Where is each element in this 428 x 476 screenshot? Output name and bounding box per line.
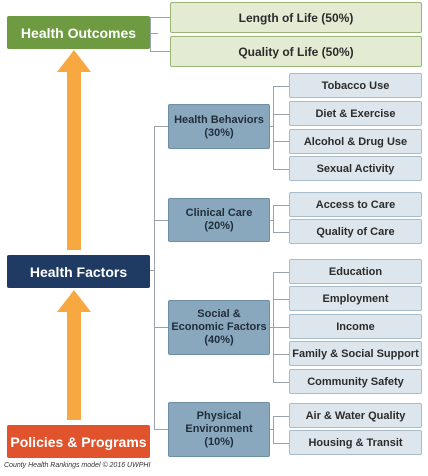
connector-outcomes-trunk [150, 17, 151, 51]
connector-social-branch [273, 382, 289, 383]
factor-quality-of-care: Quality of Care [289, 219, 422, 244]
group-weight: (20%) [204, 220, 234, 232]
outcome-length-of-life: Length of Life (50%) [170, 2, 422, 33]
outcome-quality-of-life: Quality of Life (50%) [170, 36, 422, 67]
factor-housing-transit: Housing & Transit [289, 430, 422, 455]
connector-clinical-trunk [273, 205, 274, 232]
connector-behaviors-trunk [273, 86, 274, 169]
upward-arrow-outcomes-icon [57, 50, 91, 250]
factor-diet-exercise: Diet & Exercise [289, 101, 422, 126]
policies-programs-box: Policies & Programs [7, 425, 150, 458]
connector-social-stem [270, 327, 274, 328]
factor-education: Education [289, 259, 422, 284]
connector-clinical-stem [270, 220, 274, 221]
group-name-line: Clinical Care [185, 207, 253, 219]
health-factors-box: Health Factors [7, 255, 150, 288]
factor-family-social-support: Family & Social Support [289, 341, 422, 366]
connector-factors-stem [150, 270, 155, 271]
group-social-economic-factors: Social & Economic Factors (40%) [168, 300, 270, 355]
health-outcomes-box: Health Outcomes [7, 16, 150, 49]
upward-arrow-factors-icon [57, 290, 91, 420]
group-name-line: Economic Factors [171, 321, 267, 333]
group-clinical-care: Clinical Care (20%) [168, 198, 270, 242]
connector-outcomes-bar [150, 51, 170, 52]
connector-factors-trunk [154, 126, 155, 429]
group-physical-environment: Physical Environment (10%) [168, 402, 270, 457]
connector-factors-branch [154, 126, 168, 127]
connector-factors-branch [154, 220, 168, 221]
connector-outcomes-stem [150, 33, 158, 34]
footer-credit: County Health Rankings model © 2016 UWPH… [4, 462, 151, 469]
group-weight: (40%) [204, 334, 234, 346]
connector-behaviors-branch [273, 114, 289, 115]
group-name-line: Health Behaviors [174, 113, 264, 126]
group-weight: (30%) [204, 126, 234, 139]
connector-physical-trunk [273, 416, 274, 443]
connector-clinical-branch [273, 205, 289, 206]
group-health-behaviors: Health Behaviors (30%) [168, 104, 270, 149]
connector-physical-stem [270, 429, 274, 430]
connector-social-branch [273, 327, 289, 328]
connector-social-branch [273, 299, 289, 300]
connector-behaviors-branch [273, 86, 289, 87]
connector-clinical-branch [273, 232, 289, 233]
factor-sexual-activity: Sexual Activity [289, 156, 422, 181]
connector-physical-branch [273, 416, 289, 417]
group-name-line: Social & [197, 308, 241, 320]
factor-alcohol-drug-use: Alcohol & Drug Use [289, 129, 422, 154]
connector-factors-branch [154, 429, 168, 430]
factor-air-water-quality: Air & Water Quality [289, 403, 422, 428]
connector-factors-branch [154, 327, 168, 328]
group-name-line: Physical [196, 410, 242, 422]
connector-behaviors-branch [273, 141, 289, 142]
factor-access-to-care: Access to Care [289, 192, 422, 217]
factor-tobacco-use: Tobacco Use [289, 73, 422, 98]
factor-employment: Employment [289, 286, 422, 311]
factor-income: Income [289, 314, 422, 339]
connector-outcomes-bar [150, 17, 170, 18]
connector-social-branch [273, 272, 289, 273]
connector-behaviors-stem [270, 126, 274, 127]
connector-social-branch [273, 354, 289, 355]
group-weight: (10%) [204, 436, 234, 448]
connector-behaviors-branch [273, 169, 289, 170]
connector-physical-branch [273, 443, 289, 444]
factor-community-safety: Community Safety [289, 369, 422, 394]
group-name-line: Environment [185, 423, 253, 435]
